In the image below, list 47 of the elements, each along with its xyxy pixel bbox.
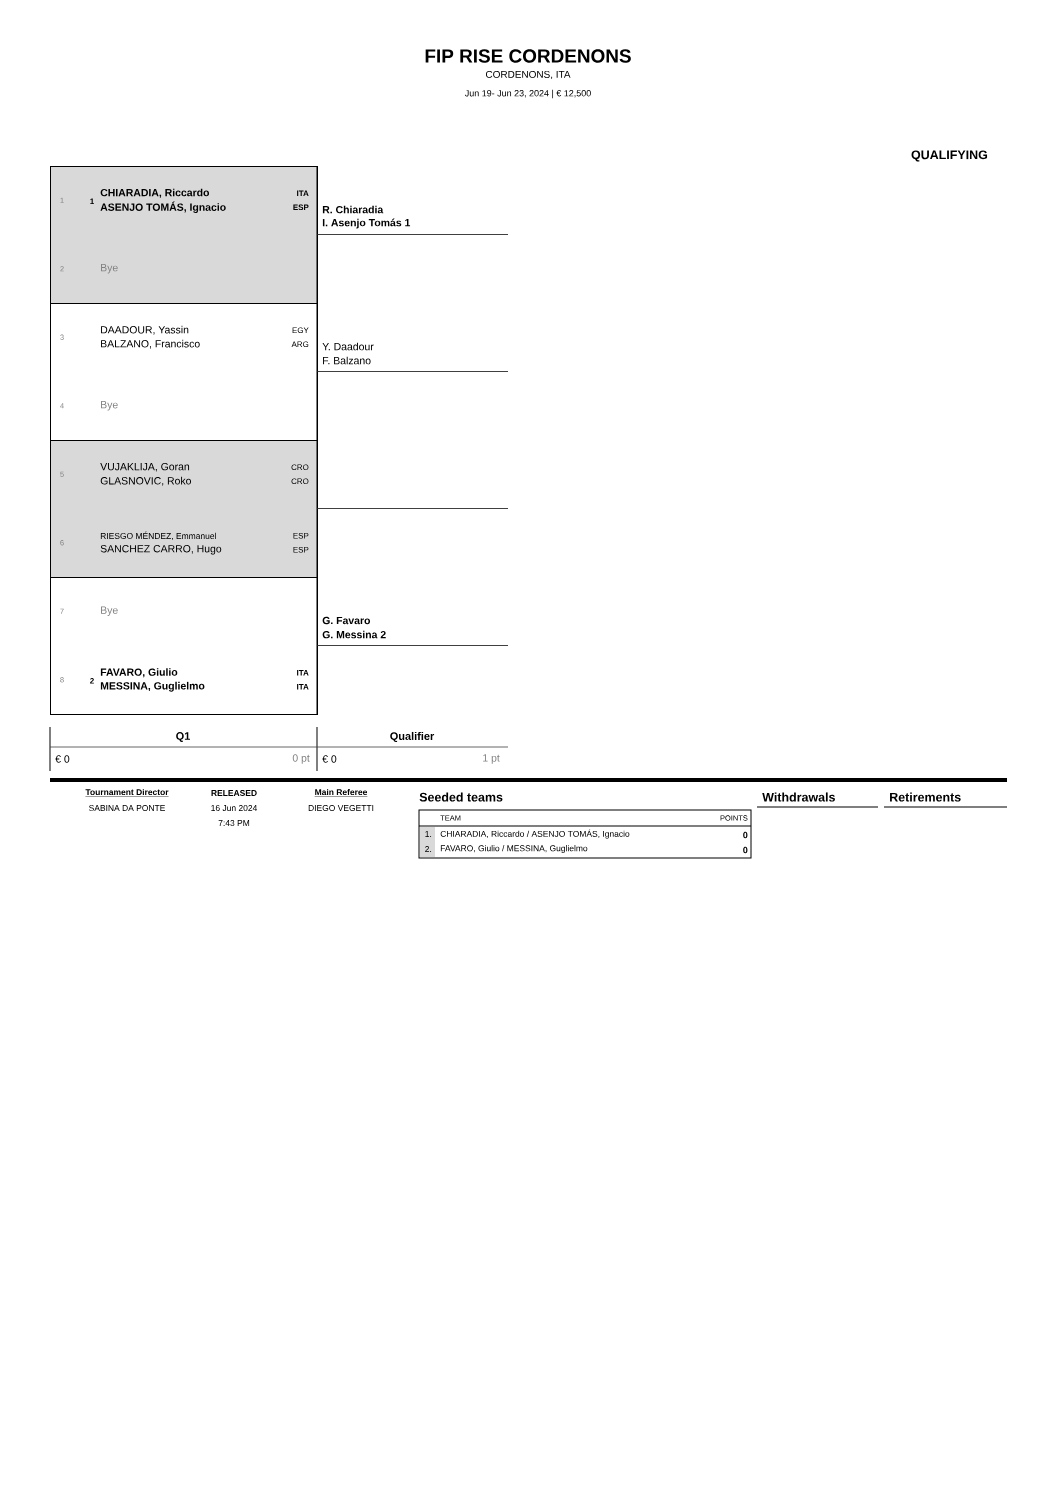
winner-entry: G. Favaro G. Messina 2: [316, 616, 509, 647]
player-name: RIESGO MÉNDEZ, Emmanuel: [100, 531, 216, 540]
bye-label: Bye: [101, 264, 118, 274]
official-role: Main Referee: [314, 788, 368, 797]
release-date: 16 Jun 2024: [211, 805, 258, 811]
player-name: VUJAKLIJA, Goran: [100, 462, 190, 472]
player-name: FAVARO, Giulio: [100, 668, 178, 678]
player-name: BALZANO, Francisco: [101, 339, 200, 349]
official-name: DIEGO VEGETTI: [308, 805, 374, 811]
team-name: CHIARADIA, Riccardo / ASENJO TOMÁS, Ignacio: [440, 829, 630, 839]
match-band: [50, 166, 318, 304]
location-text: CORDENONS, ITA: [486, 70, 571, 80]
player-name: CHIARADIA, Riccardo: [100, 188, 210, 198]
prize-money: € 0: [322, 755, 337, 763]
points-value: 0: [743, 846, 748, 854]
section-heading: QUALIFYING: [911, 150, 988, 162]
points-value: 0: [743, 831, 748, 839]
match-band: [50, 440, 318, 578]
match-band: [50, 577, 318, 715]
player-name: GLASNOVIC, Roko: [100, 476, 191, 486]
player-name: MESSINA, Guglielmo: [100, 681, 205, 692]
winner-line: [316, 507, 509, 510]
official-name: SABINA DA PONTE: [89, 805, 165, 811]
team-name: FAVARO, Giulio / MESSINA, Guglielmo: [440, 845, 588, 853]
ranking-points: 1 pt: [483, 754, 500, 764]
round-heading: Qualifier: [390, 731, 435, 743]
round-heading: Q1: [176, 732, 190, 742]
player-name: ASENJO TOMÁS, Ignacio: [100, 201, 226, 213]
winner-entry: R. Chiaradia I. Asenjo Tomás 1: [316, 205, 509, 236]
release-time: 7:43 PM: [218, 820, 250, 826]
player-name: SANCHEZ CARRO, Hugo: [100, 545, 222, 555]
bye-label: Bye: [101, 606, 118, 616]
section-heading: Withdrawals: [762, 792, 835, 802]
row-number: 1.: [425, 831, 432, 837]
winner-entry: Y. Daadour F. Balzano: [316, 342, 509, 373]
official-role: RELEASED: [211, 790, 257, 796]
section-heading: Retirements: [890, 792, 961, 802]
official-role: Tournament Director: [85, 788, 169, 797]
bye-label: Bye: [101, 401, 118, 411]
section-heading: Seeded teams: [419, 792, 503, 802]
row-number: 2.: [425, 846, 432, 852]
ranking-points: 0 pt: [292, 754, 310, 764]
player-name: DAADOUR, Yassin: [101, 325, 189, 335]
match-band: [50, 303, 318, 441]
prize-money: € 0: [55, 755, 70, 763]
date-prize-text: Jun 19- Jun 23, 2024 | € 12,500: [464, 89, 591, 99]
tournament-title: FIP RISE CORDENONS: [425, 49, 631, 63]
